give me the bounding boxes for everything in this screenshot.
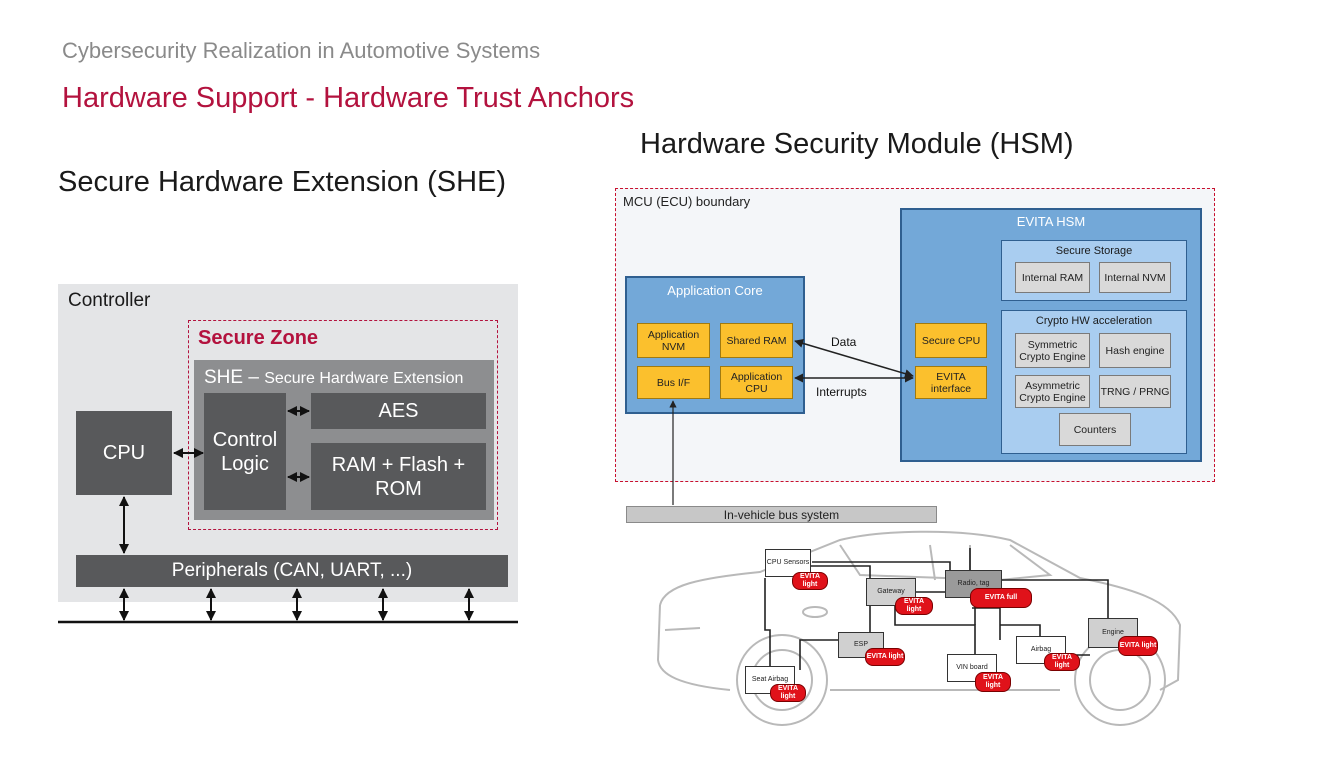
application-cpu-label: Application CPU <box>730 370 783 395</box>
in-vehicle-bus-label: In-vehicle bus system <box>723 507 840 522</box>
ecu-vin: VIN board <box>947 654 997 682</box>
ecu-gateway: Gateway <box>866 578 916 606</box>
ecu-radio-label: Radio, tag <box>957 580 990 587</box>
ecu-seat-label: Seat Airbag <box>751 676 789 683</box>
shared-ram-label: Shared RAM <box>726 334 787 347</box>
secure-zone-boundary <box>188 320 498 530</box>
ram-flash-rom-block: RAM + Flash + ROM <box>311 443 486 510</box>
internal-ram-label: Internal RAM <box>1021 271 1084 284</box>
secure-storage-label: Secure Storage <box>1055 245 1133 257</box>
ecu-cpu-sensors-label: CPU Sensors <box>766 559 810 566</box>
ecu-vin-label: VIN board <box>956 664 988 671</box>
peripherals-block: Peripherals (CAN, UART, ...) <box>76 555 508 587</box>
secure-cpu-block: Secure CPU <box>915 323 987 358</box>
aes-block: AES <box>311 393 486 429</box>
internal-nvm-block: Internal NVM <box>1099 262 1171 293</box>
data-arrow <box>794 338 914 379</box>
application-cpu-block: Application CPU <box>720 366 793 399</box>
evita-tag-seat: EVITA light <box>770 684 806 702</box>
evita-tag-airbag-label: EVITA light <box>1051 654 1073 669</box>
counters-block: Counters <box>1059 413 1131 446</box>
evita-tag-vin-label: EVITA light <box>982 674 1004 689</box>
in-vehicle-bus-bar: In-vehicle bus system <box>626 506 937 523</box>
controller-label: Controller <box>68 290 151 311</box>
slide-title: Hardware Support - Hardware Trust Anchor… <box>62 82 635 114</box>
mcu-boundary-label: MCU (ECU) boundary <box>623 194 751 209</box>
ecu-gateway-label: Gateway <box>877 588 905 595</box>
secure-zone-label: Secure Zone <box>198 327 319 349</box>
asymmetric-engine-block: Asymmetric Crypto Engine <box>1015 375 1090 408</box>
she-label-main: SHE – <box>204 367 259 388</box>
evita-interface-label: EVITA interface <box>930 370 972 395</box>
counters-label: Counters <box>1073 423 1117 436</box>
peripherals-label: Peripherals (CAN, UART, ...) <box>171 560 413 581</box>
control-logic-block: Control Logic <box>204 393 286 510</box>
shared-ram-block: Shared RAM <box>720 323 793 358</box>
evita-tag-engine: EVITA light <box>1118 636 1158 656</box>
evita-tag-gateway: EVITA light <box>895 597 933 615</box>
secure-cpu-label: Secure CPU <box>921 334 981 347</box>
bus-if-label: Bus I/F <box>656 376 691 389</box>
evita-tag-esp-label: EVITA light <box>866 653 904 660</box>
evita-tag-gateway-label: EVITA light <box>903 598 925 613</box>
bus-if-block: Bus I/F <box>637 366 710 399</box>
evita-tag-airbag: EVITA light <box>1044 653 1080 671</box>
ecu-airbag-label: Airbag <box>1030 646 1052 653</box>
application-nvm-block: Application NVM <box>637 323 710 358</box>
she-label-sub: Secure Hardware Extension <box>264 370 464 387</box>
peripheral-io-arrows <box>119 588 474 621</box>
she-label: SHE – Secure Hardware Extension <box>204 367 463 389</box>
hash-engine-label: Hash engine <box>1105 344 1165 357</box>
ecu-engine-label: Engine <box>1102 629 1124 636</box>
evita-tag-esp: EVITA light <box>865 648 905 666</box>
cpu-block: CPU <box>76 411 172 495</box>
evita-tag-engine-label: EVITA light <box>1119 642 1157 649</box>
interrupts-arrow-label: Interrupts <box>816 385 867 399</box>
symmetric-engine-block: Symmetric Crypto Engine <box>1015 333 1090 368</box>
evita-tag-radio-label: EVITA full <box>984 594 1018 601</box>
hash-engine-block: Hash engine <box>1099 333 1171 368</box>
evita-tag-vin: EVITA light <box>975 672 1011 692</box>
evita-interface-block: EVITA interface <box>915 366 987 399</box>
evita-tag-radio: EVITA full <box>970 588 1032 608</box>
evita-hsm-label: EVITA HSM <box>1016 214 1086 229</box>
internal-ram-block: Internal RAM <box>1015 262 1090 293</box>
application-core-label: Application Core <box>667 283 763 298</box>
evita-tag-seat-label: EVITA light <box>777 685 799 700</box>
trng-prng-block: TRNG / PRNG <box>1099 375 1171 408</box>
she-heading: Secure Hardware Extension (SHE) <box>58 166 507 198</box>
aes-label: AES <box>378 399 419 422</box>
hsm-heading: Hardware Security Module (HSM) <box>640 128 1074 160</box>
application-nvm-label: Application NVM <box>647 328 700 353</box>
cpu-label: CPU <box>102 441 146 464</box>
car-outline <box>656 530 1182 726</box>
symmetric-engine-label: Symmetric Crypto Engine <box>1019 338 1086 363</box>
ecu-esp-label: ESP <box>853 641 868 648</box>
deck-subtitle: Cybersecurity Realization in Automotive … <box>62 38 541 63</box>
control-logic-label: Control Logic <box>212 428 278 475</box>
trng-prng-label: TRNG / PRNG <box>1100 385 1170 398</box>
ram-flash-rom-label: RAM + Flash + ROM <box>331 453 466 500</box>
internal-nvm-label: Internal NVM <box>1104 271 1166 284</box>
crypto-hw-label: Crypto HW acceleration <box>1035 315 1153 327</box>
asymmetric-engine-label: Asymmetric Crypto Engine <box>1019 379 1086 404</box>
evita-tag-cpu-sensors: EVITA light <box>792 572 828 590</box>
evita-tag-cpu-sensors-label: EVITA light <box>799 573 821 588</box>
ecu-cpu-sensors: CPU Sensors <box>765 549 811 577</box>
